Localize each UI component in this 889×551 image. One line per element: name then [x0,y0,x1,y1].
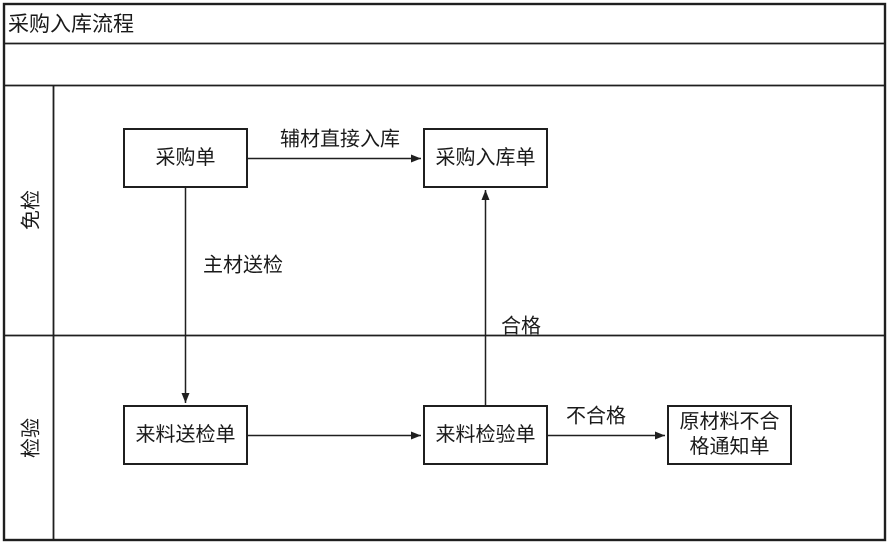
diagram-outer-border [2,2,887,542]
node-incoming-inspection-sheet: 来料检验单 [423,405,548,465]
node-purchase-order-label: 采购单 [155,146,216,169]
node-purchase-inbound-order-label: 采购入库单 [435,146,536,169]
node-purchase-order: 采购单 [123,128,248,188]
edge-label-main-material-inspection: 主材送检 [203,254,283,277]
node-incoming-inspection-request: 来料送检单 [123,405,248,465]
edge-label-unqualified: 不合格 [566,405,626,428]
edge-label-qualified: 合格 [501,315,541,338]
node-raw-material-unqualified-notice-label: 原材料不合格通知单 [679,411,780,458]
node-incoming-inspection-sheet-label: 来料检验单 [435,423,536,446]
node-incoming-inspection-request-label: 来料送检单 [135,423,236,446]
edge-label-aux-direct-inbound: 辅材直接入库 [280,128,400,151]
node-raw-material-unqualified-notice: 原材料不合格通知单 [667,405,792,465]
lane-label-exempt-inspection: 免检 [20,190,43,230]
node-purchase-inbound-order: 采购入库单 [423,128,548,188]
page-title: 采购入库流程 [8,12,134,36]
lane-label-inspection: 检验 [20,418,43,458]
